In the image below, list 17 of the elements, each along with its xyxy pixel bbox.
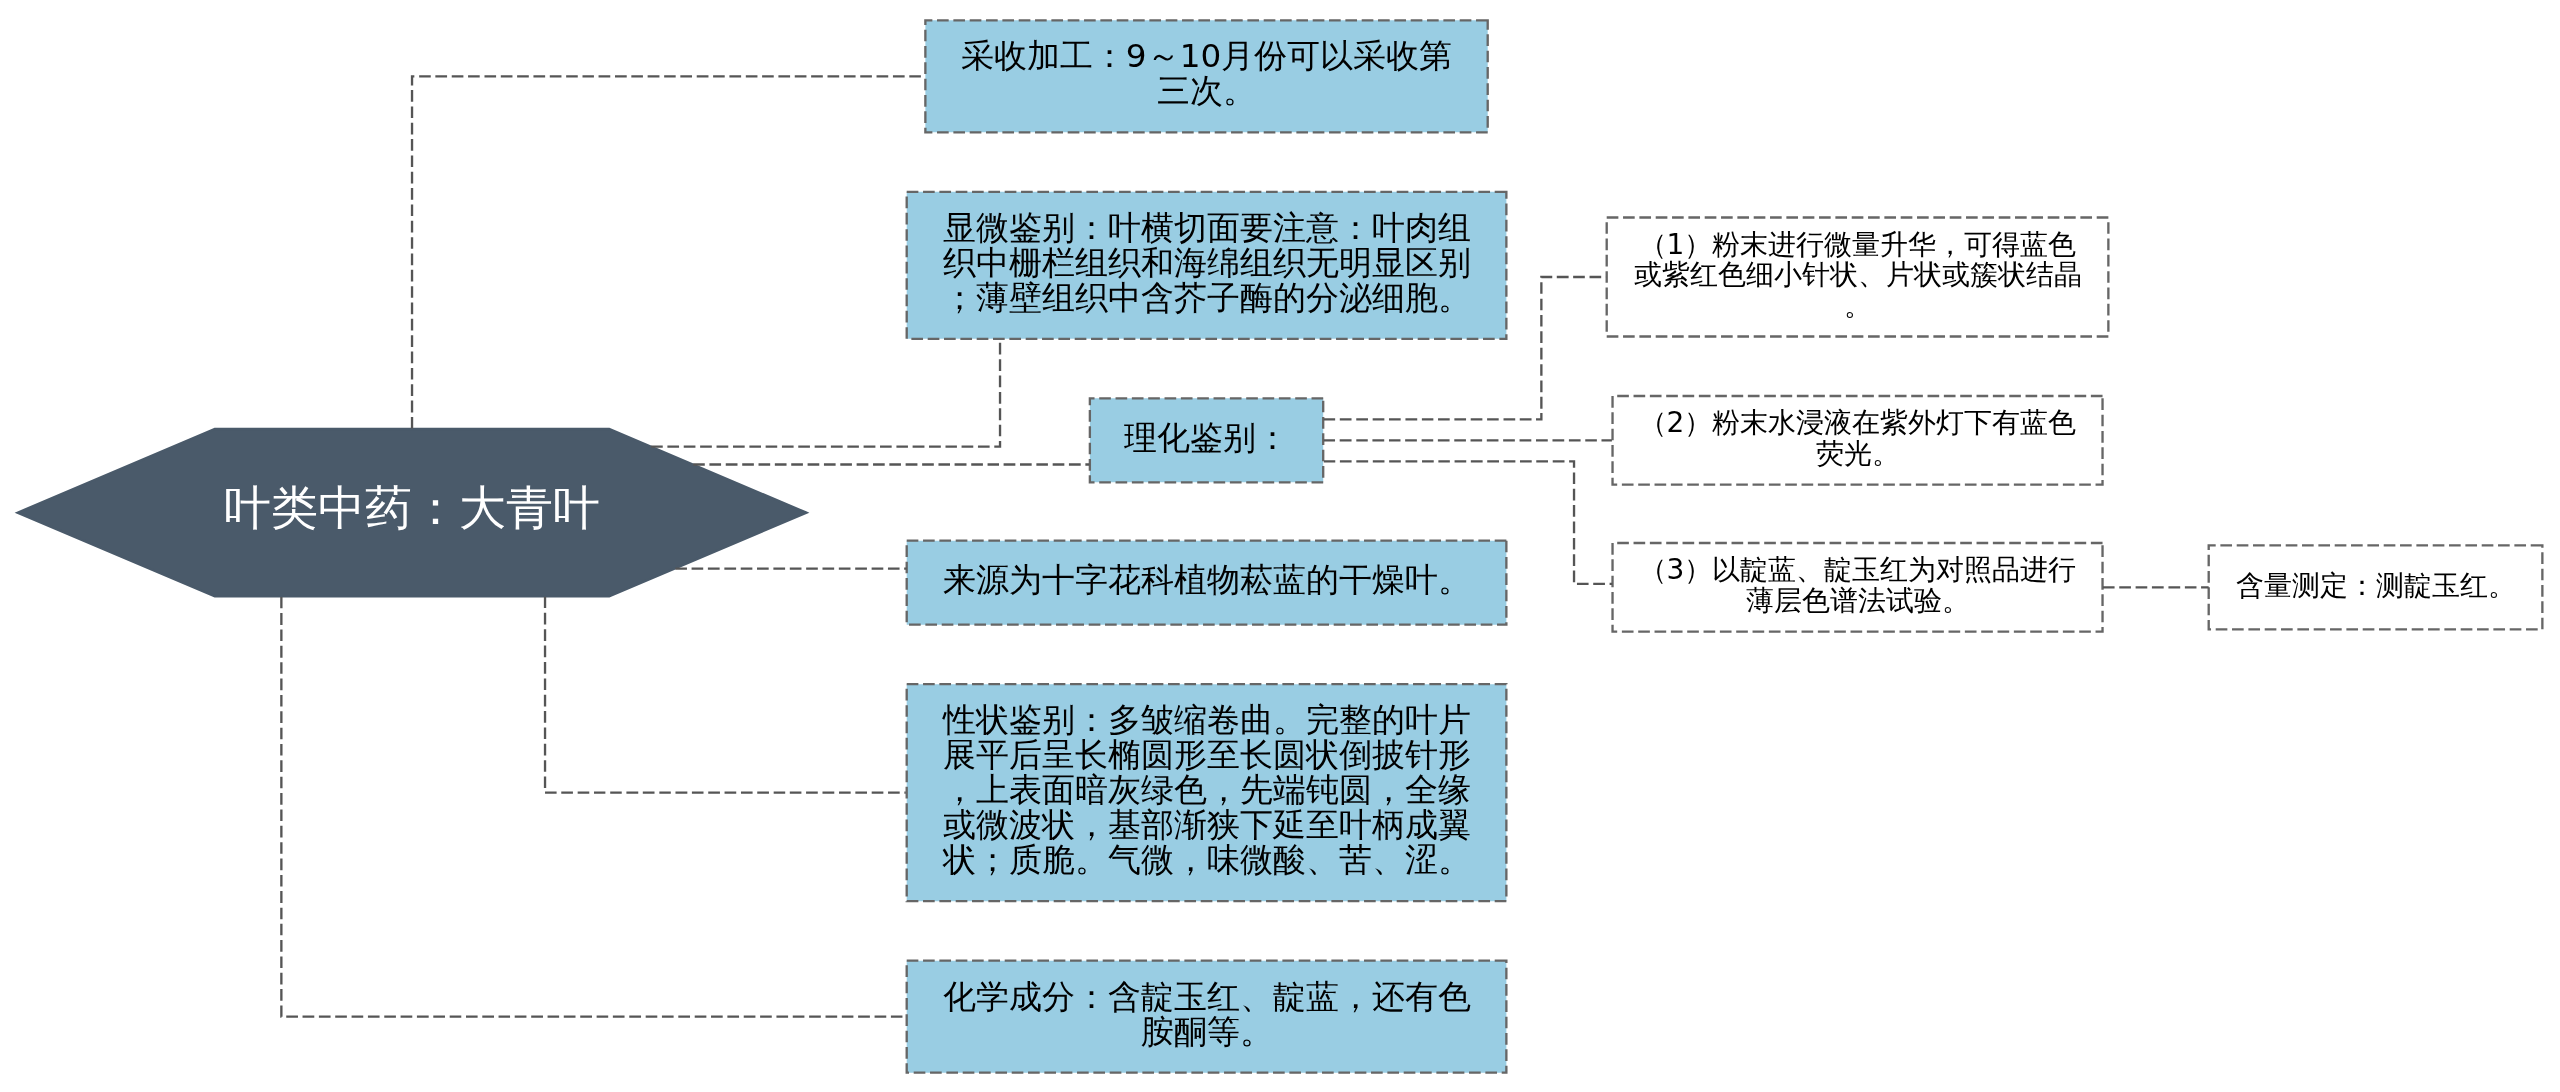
connector xyxy=(693,462,1090,466)
connector xyxy=(1323,438,1612,441)
node-box: （1）粉末进行微量升华，可得蓝色或紫红色细小针状、片状或簇状结晶。 xyxy=(1605,215,2110,338)
connector xyxy=(2102,585,2209,588)
node-box: 性状鉴别：多皱缩卷曲。完整的叶片展平后呈长椭圆形至长圆状倒披针形，上表面暗灰绿色，先端钝圆，全缘或微波状，基部渐狭下延至叶柄成翼状；质脆。气微，味微酸、苦、涩。 xyxy=(905,682,1508,902)
connector xyxy=(675,566,907,570)
node-box: 来源为十字花科植物菘蓝的干燥叶。 xyxy=(905,539,1508,626)
node-box: 含量测定：测靛玉红。 xyxy=(2207,543,2544,630)
node-box: （3）以靛蓝、靛玉红为对照品进行薄层色谱法试验。 xyxy=(1611,541,2104,633)
node-box: 化学成分：含靛玉红、靛蓝，还有色胺酮等。 xyxy=(905,959,1508,1074)
connector xyxy=(280,596,907,1018)
connector xyxy=(1323,459,1613,585)
node-box: 采收加工：9～10月份可以采收第三次。 xyxy=(924,18,1489,133)
node-box: （2）粉末水浸液在紫外灯下有蓝色荧光。 xyxy=(1611,394,2104,486)
node-box: 显微鉴别：叶横切面要注意：叶肉组织中栅栏组织和海绵组织无明显区别；薄壁组织中含芥子酶的分泌细胞。 xyxy=(905,190,1508,340)
connector xyxy=(543,596,906,794)
node-box: 理化鉴别： xyxy=(1088,396,1325,483)
